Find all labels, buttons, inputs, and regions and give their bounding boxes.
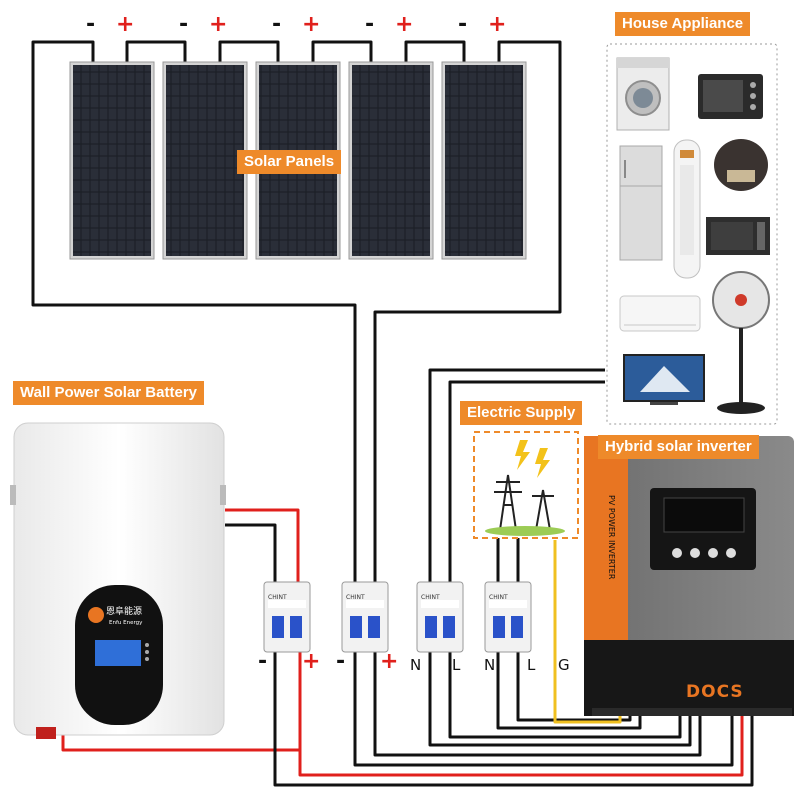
ground-wire: [553, 540, 622, 724]
breaker-terminal-load-n: N: [410, 656, 422, 674]
breaker-terminal-battery-positive: +: [302, 649, 321, 674]
panel-3-negative: -: [272, 12, 282, 37]
refrigerator-icon: [619, 145, 663, 261]
breaker-battery: [263, 581, 311, 653]
rice-cooker-icon: [714, 139, 768, 191]
air-tower-icon: [673, 139, 701, 279]
breaker-brand-1: CHINT: [268, 594, 287, 601]
breaker-load: [416, 581, 464, 653]
breaker-brand-4: CHINT: [489, 594, 508, 601]
electric-supply-label: Electric Supply: [460, 401, 583, 425]
panel-1-negative: -: [86, 12, 96, 37]
breaker-terminal-load-l: L: [452, 656, 461, 674]
breaker-pv: [341, 581, 389, 653]
breaker-brand-2: CHINT: [346, 594, 365, 601]
panel-5-negative: -: [458, 12, 468, 37]
solar-panels-label: Solar Panels: [237, 150, 342, 174]
breaker-terminal-grid-n: N: [484, 656, 496, 674]
wiring: [31, 40, 754, 787]
breaker-grid: [484, 581, 532, 653]
washing-machine-icon: [616, 57, 670, 131]
electric-supply-box: [473, 431, 579, 539]
standing-fan-icon: [712, 271, 770, 414]
television-icon: [623, 354, 705, 405]
battery-negative-wire: [225, 523, 277, 585]
breaker-terminal-grid-l: L: [527, 656, 536, 674]
panel-2-negative: -: [179, 12, 189, 37]
battery-terminal-block: [36, 727, 56, 739]
air-conditioner-icon: [619, 295, 701, 332]
panel-1-positive: +: [116, 12, 135, 37]
hybrid-inverter: PV POWER INVERTER DOCS: [584, 436, 794, 716]
battery-logo-cn: 恩阜能源: [106, 605, 142, 617]
inverter-side-text: PV POWER INVERTER: [607, 495, 616, 580]
battery-label: Wall Power Solar Battery: [13, 381, 204, 405]
microwave-icon: [706, 217, 770, 255]
panel-series-wires: [125, 40, 466, 62]
toaster-oven-icon: [698, 74, 763, 119]
inverter-brand: DOCS: [686, 682, 744, 702]
breaker-terminal-pv-negative: -: [336, 649, 346, 674]
array-negative-wire: [31, 40, 357, 585]
inverter-label: Hybrid solar inverter: [598, 435, 759, 459]
lightning-icon: [515, 440, 550, 478]
battery-positive-wire: [225, 508, 300, 585]
breaker-terminal-ground: G: [558, 656, 570, 674]
power-tower-icon: [494, 474, 554, 531]
battery-logo-en: Enfu Energy: [109, 620, 143, 626]
breaker-terminal-pv-positive: +: [380, 649, 399, 674]
panel-2-positive: +: [209, 12, 228, 37]
breaker-brand-3: CHINT: [421, 594, 440, 601]
panel-3-positive: +: [302, 12, 321, 37]
wall-battery: 恩阜能源 Enfu Energy: [10, 422, 226, 739]
solar-panel-array: [69, 61, 527, 260]
appliance-panel: [606, 43, 778, 425]
breaker-group: CHINT CHINT CHINT CHINT: [263, 581, 532, 653]
panel-4-negative: -: [365, 12, 375, 37]
panel-4-positive: +: [395, 12, 414, 37]
array-positive-wire: [373, 40, 562, 585]
house-appliance-label: House Appliance: [615, 12, 751, 36]
breaker-terminal-battery-negative: -: [258, 649, 268, 674]
battery-logo-icon: [88, 607, 104, 623]
panel-5-positive: +: [488, 12, 507, 37]
